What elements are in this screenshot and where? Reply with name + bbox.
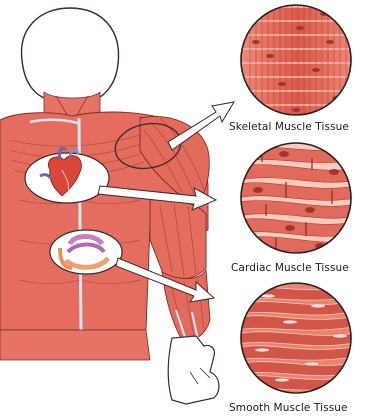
human-figure: [0, 8, 219, 404]
cardiac-muscle-label: Cardiac Muscle Tissue: [231, 262, 349, 274]
skeletal-tissue-circle: [238, 4, 358, 118]
skeletal-muscle-label: Skeletal Muscle Tissue: [229, 121, 349, 133]
cardiac-tissue-circle: [238, 142, 356, 254]
smooth-muscle-label: Smooth Muscle Tissue: [229, 402, 348, 414]
head-outline: [22, 8, 119, 100]
upper-arm-muscles: [150, 199, 206, 280]
smooth-tissue-circle: [236, 282, 360, 394]
hand: [168, 336, 219, 404]
